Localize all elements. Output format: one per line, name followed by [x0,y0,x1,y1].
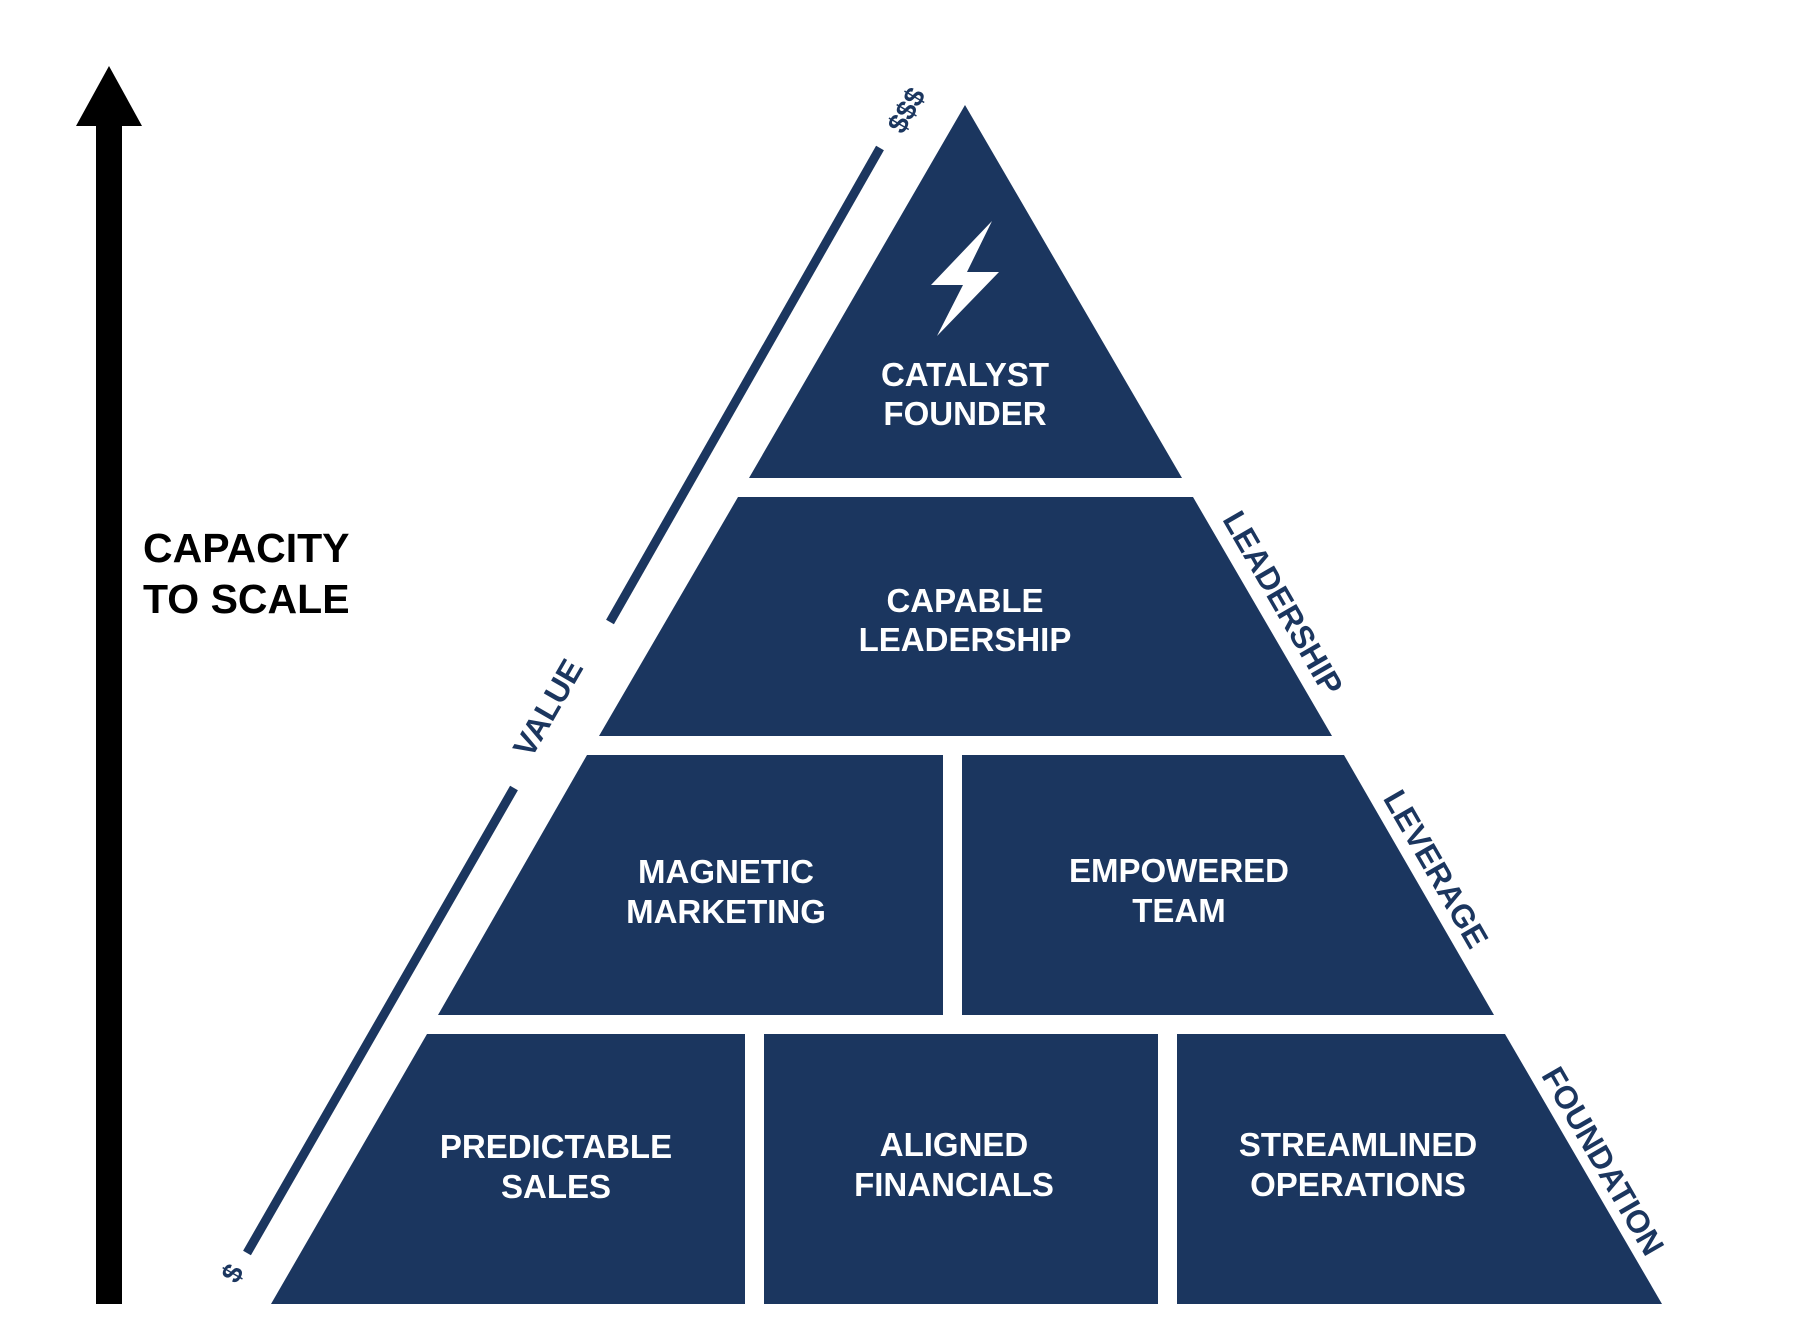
streamlined-operations-line2: OPERATIONS [1250,1166,1466,1203]
block-predictable-sales [271,1034,745,1304]
aligned-financials-line2: FINANCIALS [854,1166,1054,1203]
value-line-upper [606,145,884,625]
magnetic-marketing-line1: MAGNETIC [638,853,814,890]
predictable-sales-line1: PREDICTABLE [440,1128,672,1165]
value-high-marker: $$$ [881,82,931,138]
empowered-team-line1: EMPOWERED [1069,852,1289,889]
block-streamlined-operations [1177,1034,1662,1304]
capable-leadership-line1: CAPABLE [886,582,1043,619]
predictable-sales-line2: SALES [501,1168,611,1205]
streamlined-operations-line1: STREAMLINED [1239,1126,1477,1163]
empowered-team-line2: TEAM [1132,892,1226,929]
capacity-arrow [76,66,142,1304]
block-aligned-financials [764,1034,1158,1304]
value-low-marker: $ [215,1258,250,1287]
capacity-label-line1: CAPACITY [143,525,350,571]
value-label: VALUE [506,653,590,763]
capacity-label-line2: TO SCALE [143,576,350,622]
aligned-financials-line1: ALIGNED [880,1126,1029,1163]
lightning-bolt-icon [931,221,999,336]
block-capable-leadership [599,497,1332,736]
block-empowered-team [962,755,1494,1015]
catalyst-founder-line1: CATALYST [881,356,1049,393]
magnetic-marketing-line2: MARKETING [626,893,826,930]
catalyst-founder-line2: FOUNDER [883,395,1046,432]
capable-leadership-line2: LEADERSHIP [859,621,1072,658]
capacity-arrow-shaft [96,120,122,1304]
value-line-lower [243,785,518,1256]
block-magnetic-marketing [438,755,943,1015]
capacity-arrow-head [76,66,142,126]
